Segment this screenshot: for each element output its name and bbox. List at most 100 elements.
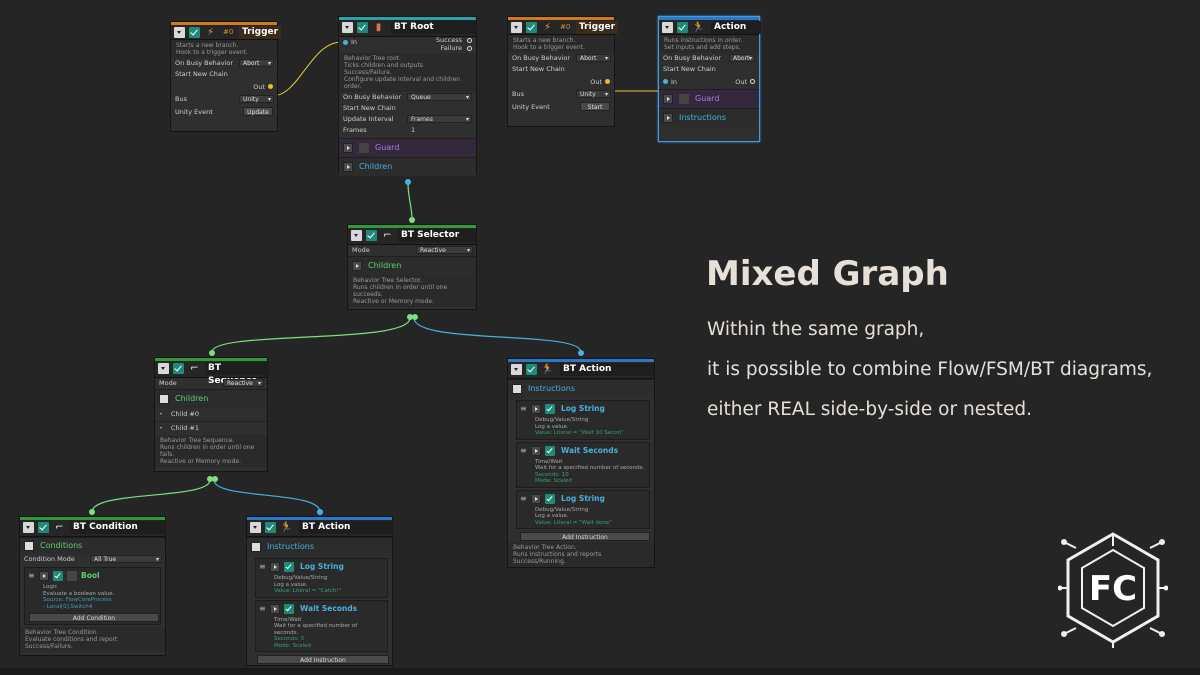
enabled-checkbox[interactable] — [265, 522, 276, 533]
mode-dropdown[interactable]: Reactive — [416, 246, 473, 255]
expand-play-icon[interactable] — [24, 541, 34, 551]
on-busy-dropdown[interactable]: Abort — [729, 54, 755, 63]
guard-section[interactable]: Guard — [339, 138, 476, 157]
child-row[interactable]: • Child #1 — [155, 422, 267, 435]
on-busy-dropdown[interactable]: Queue — [407, 93, 472, 102]
drag-handle-icon[interactable]: ≡ — [259, 562, 266, 571]
collapse-toggle-icon[interactable] — [174, 27, 185, 38]
instructions-section[interactable]: Instructions — [659, 108, 759, 127]
expand-play-icon[interactable] — [343, 143, 353, 153]
trigger-node-2[interactable]: ⚡ #0 Trigger Starts a new branch.Hook to… — [507, 16, 619, 127]
frames-value[interactable]: 1 — [411, 126, 416, 134]
expand-play-icon[interactable] — [663, 94, 673, 104]
drag-handle-icon[interactable]: ≡ — [520, 445, 527, 455]
bus-dropdown[interactable]: Unity — [239, 95, 274, 104]
action-header[interactable]: 🏃 Action — [659, 17, 761, 35]
collapse-toggle-icon[interactable] — [662, 22, 673, 33]
collapse-toggle-icon[interactable] — [23, 522, 34, 533]
expand-play-icon[interactable] — [159, 394, 169, 404]
invert-checkbox[interactable] — [67, 571, 77, 581]
guard-checkbox[interactable] — [679, 94, 689, 104]
play-icon[interactable] — [270, 603, 280, 614]
drag-handle-icon[interactable]: ≡ — [28, 571, 35, 580]
root-header[interactable]: ▮ BT Root — [339, 17, 477, 37]
update-interval-dropdown[interactable]: Frames — [407, 115, 472, 124]
bt-condition-node[interactable]: ⌐ BT Condition Conditions Condition Mode… — [19, 516, 166, 656]
enabled-checkbox[interactable] — [189, 27, 200, 38]
children-section[interactable]: Children — [155, 389, 267, 408]
collapse-toggle-icon[interactable] — [351, 230, 362, 241]
enabled-checkbox[interactable] — [545, 493, 555, 504]
on-busy-dropdown[interactable]: Abort — [239, 59, 274, 68]
sequence-header[interactable]: ⌐ BT Sequence — [155, 358, 269, 386]
drag-handle-icon[interactable]: ≡ — [520, 404, 527, 413]
instructions-section[interactable]: Instructions — [247, 537, 392, 556]
event-button[interactable]: Start — [580, 102, 610, 111]
out-port[interactable] — [605, 79, 610, 84]
trigger-header[interactable]: ⚡ #0 Trigger — [508, 17, 619, 35]
out-port[interactable] — [750, 79, 755, 84]
add-instruction-button[interactable]: Add Instruction — [520, 532, 650, 541]
expand-play-icon[interactable] — [251, 542, 261, 552]
play-icon[interactable] — [270, 562, 280, 572]
collapse-toggle-icon[interactable] — [511, 364, 522, 375]
expand-play-icon[interactable] — [512, 384, 522, 394]
on-busy-dropdown[interactable]: Abort — [576, 54, 611, 63]
expand-play-icon[interactable] — [663, 113, 673, 123]
children-section[interactable]: Children — [348, 256, 476, 275]
drag-handle-icon[interactable]: ≡ — [259, 603, 266, 613]
in-port[interactable] — [663, 79, 668, 84]
enabled-checkbox[interactable] — [53, 571, 63, 581]
bt-root-node[interactable]: ▮ BT Root In Success Failure Behavior Tr… — [338, 16, 477, 176]
enabled-checkbox[interactable] — [38, 522, 49, 533]
play-icon[interactable] — [531, 445, 541, 456]
in-port[interactable] — [343, 40, 348, 45]
play-icon[interactable] — [531, 493, 541, 504]
enabled-checkbox[interactable] — [284, 603, 294, 614]
drag-handle-icon[interactable]: ≡ — [520, 493, 527, 503]
enabled-checkbox[interactable] — [545, 404, 555, 414]
enabled-checkbox[interactable] — [173, 363, 184, 374]
btaction-header[interactable]: 🏃 BT Action — [247, 517, 393, 537]
trigger-header[interactable]: ⚡ #0 Trigger — [171, 22, 282, 40]
guard-checkbox[interactable] — [359, 143, 369, 153]
bt-action-node-right[interactable]: 🏃 BT Action Instructions ≡Log String Deb… — [507, 358, 655, 568]
play-icon[interactable] — [39, 571, 49, 581]
expand-play-icon[interactable] — [343, 162, 353, 172]
enabled-checkbox[interactable] — [284, 562, 294, 572]
collapse-toggle-icon[interactable] — [158, 363, 169, 374]
enabled-checkbox[interactable] — [526, 364, 537, 375]
enabled-checkbox[interactable] — [677, 22, 688, 33]
enabled-checkbox[interactable] — [366, 230, 377, 241]
trigger-node-1[interactable]: ⚡ #0 Trigger Starts a new branch.Hook to… — [170, 21, 282, 132]
add-condition-button[interactable]: Add Condition — [29, 613, 159, 622]
children-section[interactable]: Children — [339, 157, 476, 176]
selector-header[interactable]: ⌐ BT Selector — [348, 225, 476, 245]
condition-header[interactable]: ⌐ BT Condition — [20, 517, 166, 537]
action-node[interactable]: 🏃 Action Runs instructions in order.Set … — [658, 16, 761, 142]
collapse-toggle-icon[interactable] — [342, 22, 353, 33]
bus-dropdown[interactable]: Unity — [576, 90, 611, 99]
out-port[interactable] — [268, 84, 273, 89]
btaction-header[interactable]: 🏃 BT Action — [508, 359, 654, 379]
mode-dropdown[interactable]: Reactive — [223, 379, 264, 388]
bt-action-node-left[interactable]: 🏃 BT Action Instructions ≡Log String Deb… — [246, 516, 393, 666]
expand-play-icon[interactable] — [352, 261, 362, 271]
event-button[interactable]: Update — [243, 107, 273, 116]
enabled-checkbox[interactable] — [357, 22, 368, 33]
guard-section[interactable]: Guard — [659, 89, 759, 108]
instructions-section[interactable]: Instructions — [508, 379, 654, 398]
enabled-checkbox[interactable] — [526, 22, 537, 33]
conditions-section[interactable]: Conditions — [20, 537, 165, 554]
success-port[interactable] — [467, 38, 472, 43]
add-instruction-button[interactable]: Add Instruction — [257, 655, 389, 664]
failure-port[interactable] — [467, 46, 472, 51]
